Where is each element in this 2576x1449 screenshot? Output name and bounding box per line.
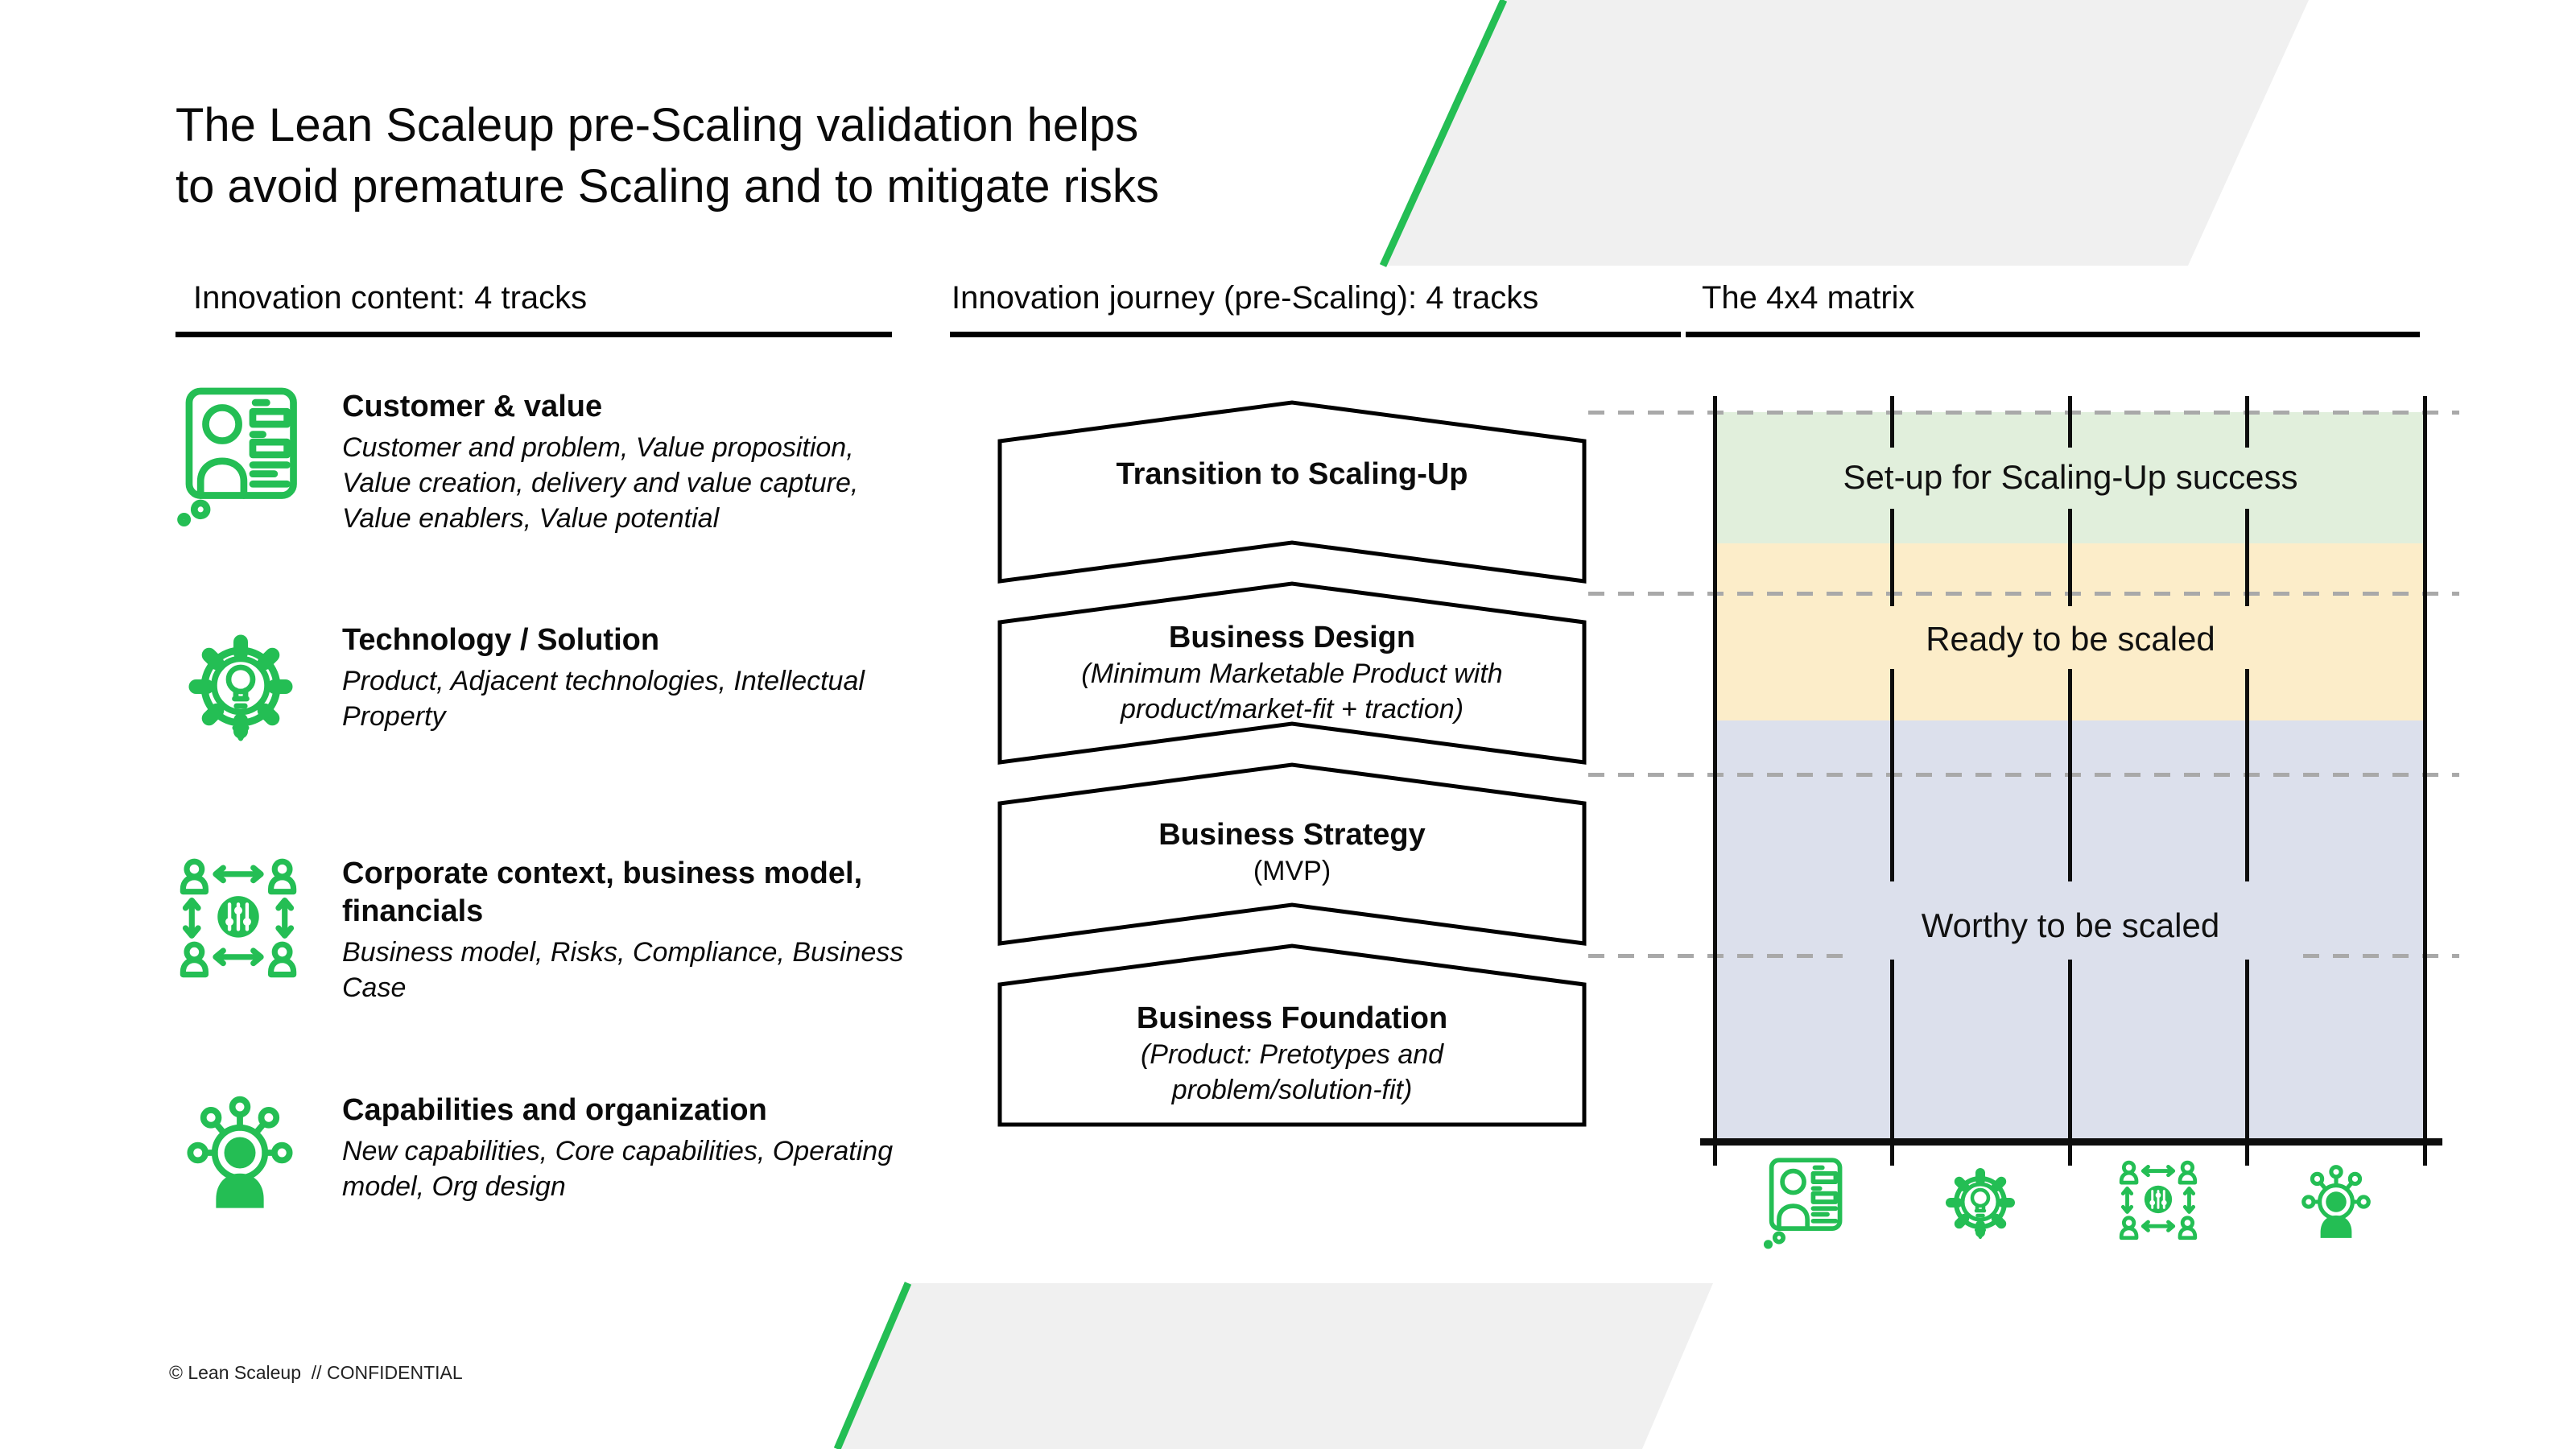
track-title: Capabilities and organization <box>342 1093 767 1127</box>
stage-business-strategy: Business Strategy (MVP) <box>997 816 1587 889</box>
header-underline-journey <box>950 332 1681 337</box>
header-innovation-journey: Innovation journey (pre-Scaling): 4 trac… <box>952 280 1539 316</box>
stage-subtitle: (Minimum Marketable Product with product… <box>1081 658 1503 724</box>
track-capabilities-organization: Capabilities and organization New capabi… <box>342 1092 1083 1204</box>
track-title: Technology / Solution <box>342 623 660 657</box>
matrix-vline-3 <box>2068 396 2072 1166</box>
stage-title: Business Strategy <box>1158 818 1426 852</box>
track-corporate-context: Corporate context, business model, finan… <box>342 855 1083 1005</box>
track-title: Corporate context, business model, finan… <box>342 857 863 928</box>
gear-lightbulb-icon <box>180 626 301 751</box>
top-green-diagonal-line <box>1379 0 1508 267</box>
stage-business-design: Business Design (Minimum Marketable Prod… <box>997 619 1587 727</box>
matrix-label-strip-amber <box>1843 606 2294 669</box>
matrix-label-strip-blue <box>1843 881 2294 960</box>
stage-subtitle: (Product: Pretotypes and problem/solutio… <box>1140 1039 1444 1105</box>
stage-title: Business Design <box>1168 621 1416 654</box>
stage-business-foundation: Business Foundation (Product: Pretotypes… <box>997 1000 1587 1108</box>
stage-transition: Transition to Scaling-Up <box>997 456 1587 493</box>
track-title: Customer & value <box>342 390 603 423</box>
matrix-vline-5 <box>2423 396 2427 1166</box>
bottom-green-diagonal-line <box>833 1282 912 1449</box>
person-capability-network-icon <box>177 1090 303 1220</box>
chevron-business-strategy <box>997 762 1587 946</box>
top-right-parallelogram <box>1383 0 2309 266</box>
track-description: Product, Adjacent technologies, Intellec… <box>342 666 865 732</box>
matrix-row-label-setup: Set-up for Scaling-Up success <box>1843 458 2298 496</box>
matrix-dashed-line-1 <box>1588 411 2459 415</box>
track-technology-solution: Technology / Solution Product, Adjacent … <box>342 621 1083 734</box>
stage-title: Business Foundation <box>1136 1001 1448 1035</box>
track-description: Customer and problem, Value proposition,… <box>342 432 859 534</box>
track-description: Business model, Risks, Compliance, Busin… <box>342 937 904 1003</box>
track-description: New capabilities, Core capabilities, Ope… <box>342 1136 894 1202</box>
stage-subtitle: (MVP) <box>1253 856 1331 886</box>
people-network-sliders-icon <box>175 857 301 986</box>
person-capability-network-icon <box>2295 1161 2377 1247</box>
matrix-vline-1 <box>1713 396 1717 1166</box>
customer-profile-card-icon <box>174 385 301 531</box>
header-underline-content <box>175 332 892 337</box>
chevron-business-design <box>997 581 1587 765</box>
track-customer-value: Customer & value Customer and problem, V… <box>342 388 1083 536</box>
footer-confidential-note: © Lean Scaleup // CONFIDENTIAL <box>169 1362 463 1383</box>
header-underline-matrix <box>1686 332 2420 337</box>
page-title: The Lean Scaleup pre-Scaling validation … <box>175 99 1159 213</box>
header-matrix: The 4x4 matrix <box>1702 280 1915 316</box>
matrix-bottom-axis <box>1700 1138 2442 1146</box>
chevron-transition-scaling-up <box>997 400 1587 584</box>
matrix-vline-4 <box>2245 396 2249 1166</box>
matrix-row-label-worthy: Worthy to be scaled <box>1921 906 2220 944</box>
matrix-label-strip-green <box>1843 448 2294 509</box>
matrix-vline-2 <box>1890 396 1894 1166</box>
matrix-row-label-ready: Ready to be scaled <box>1926 620 2215 658</box>
bottom-parallelogram <box>837 1283 1713 1449</box>
header-innovation-content: Innovation content: 4 tracks <box>193 280 588 316</box>
matrix-dashed-line-3 <box>1588 773 2459 777</box>
customer-profile-card-icon <box>1761 1156 1845 1253</box>
stage-title: Transition to Scaling-Up <box>1116 457 1468 491</box>
gear-lightbulb-icon <box>1940 1162 2021 1247</box>
matrix-dashed-line-2 <box>1588 592 2459 596</box>
people-network-sliders-icon <box>2116 1159 2200 1247</box>
chevron-business-foundation <box>997 943 1587 1127</box>
